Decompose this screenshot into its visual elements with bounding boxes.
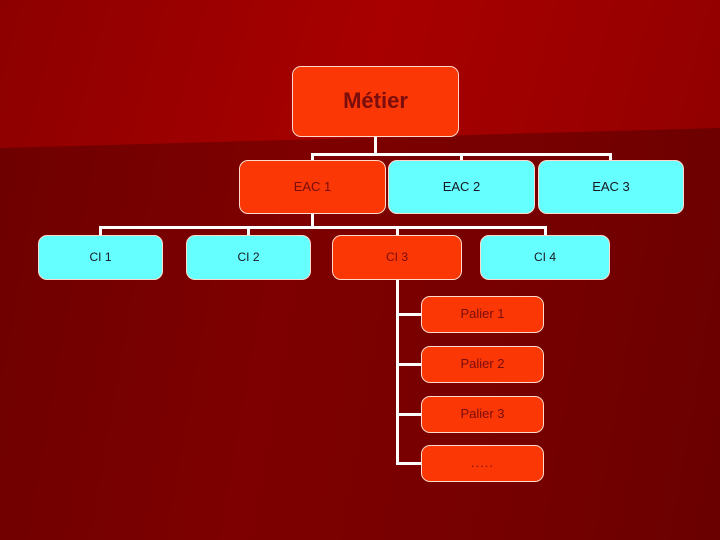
connector-ci2-stub <box>247 226 250 237</box>
node-ci-2[interactable]: CI 2 <box>186 235 311 280</box>
connector-ci1-stub <box>99 226 102 237</box>
node-ci-4-label: CI 4 <box>533 249 556 264</box>
node-ci-4[interactable]: CI 4 <box>480 235 610 280</box>
node-eac-2-label: EAC 2 <box>442 178 481 194</box>
node-eac-1-label: EAC 1 <box>293 178 332 194</box>
node-metier[interactable]: Métier <box>292 66 459 137</box>
node-palier-3[interactable]: Palier 3 <box>421 396 544 433</box>
connector-palier2-branch <box>396 363 423 366</box>
node-palier-ellipsis-label: ..... <box>470 455 495 471</box>
connector-palier4-branch <box>396 462 423 465</box>
node-eac-3-label: EAC 3 <box>592 178 630 194</box>
node-palier-2[interactable]: Palier 2 <box>421 346 544 383</box>
node-eac-2[interactable]: EAC 2 <box>388 160 535 214</box>
node-palier-1-label: Palier 1 <box>460 306 505 322</box>
node-palier-3-label: Palier 3 <box>460 406 505 422</box>
connector-ci4-stub <box>544 226 547 237</box>
connector-ci3-stub <box>396 226 399 237</box>
connector-palier3-branch <box>396 413 423 416</box>
connector-eac2-stub <box>460 153 463 162</box>
node-eac-3[interactable]: EAC 3 <box>538 160 684 214</box>
node-metier-label: Métier <box>343 88 408 114</box>
node-eac-1[interactable]: EAC 1 <box>239 160 386 214</box>
node-palier-2-label: Palier 2 <box>460 356 505 372</box>
connector-ci-bus <box>99 226 547 229</box>
connector-palier-spine <box>396 280 399 464</box>
node-ci-1[interactable]: CI 1 <box>38 235 163 280</box>
node-ci-1-label: CI 1 <box>89 249 112 264</box>
connector-eac1-stub <box>311 153 314 162</box>
node-ci-3-label: CI 3 <box>385 249 408 264</box>
connector-palier1-branch <box>396 313 423 316</box>
node-ci-2-label: CI 2 <box>237 249 260 264</box>
connector-metier-drop <box>374 137 377 155</box>
node-palier-1[interactable]: Palier 1 <box>421 296 544 333</box>
node-ci-3[interactable]: CI 3 <box>332 235 462 280</box>
node-palier-ellipsis[interactable]: ..... <box>421 445 544 482</box>
connector-eac3-stub <box>609 153 612 162</box>
connector-eac1-drop <box>311 214 314 228</box>
